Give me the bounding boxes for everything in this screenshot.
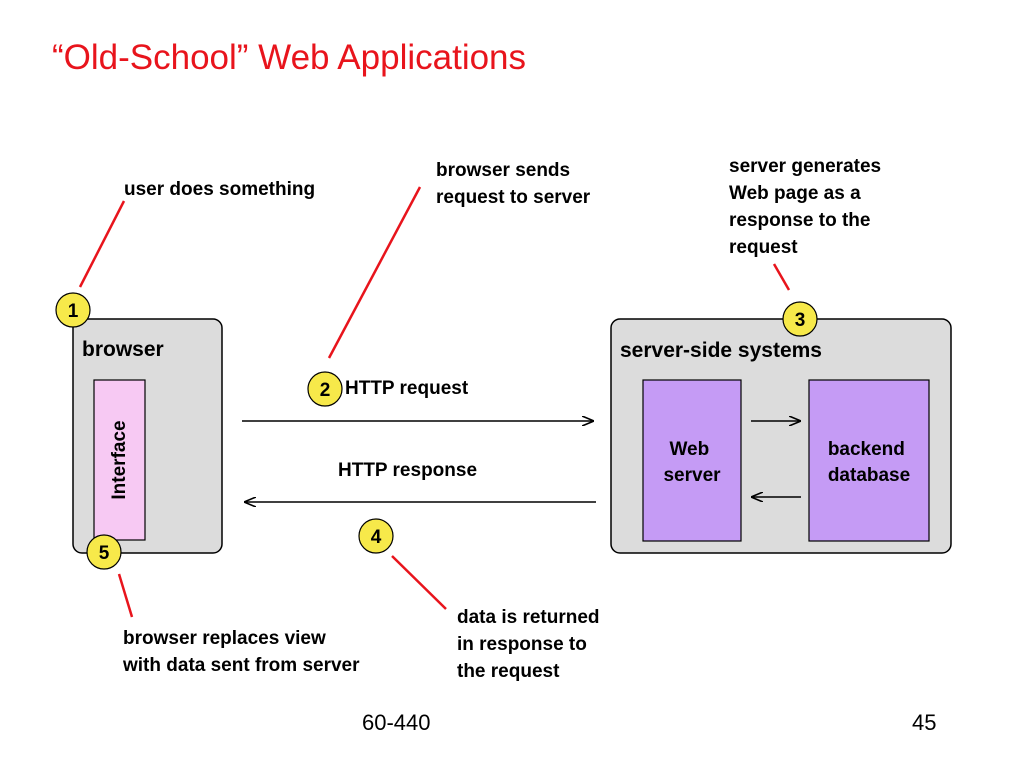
callout-line-4 (391, 555, 447, 610)
svg-text:5: 5 (99, 543, 110, 564)
step-5-caption: browser replaces view with data sent fro… (122, 628, 360, 676)
slide-page-number: 45 (912, 710, 937, 735)
callout-line-1 (78, 200, 126, 288)
step-1-caption: user does something (124, 179, 315, 200)
callout-line-2 (327, 186, 422, 359)
server-side-label: server-side systems (620, 339, 822, 362)
callout-line-3 (772, 263, 791, 291)
http-response-label: HTTP response (338, 460, 477, 481)
footer-course-code: 60-440 (362, 710, 431, 735)
web-server-label: Web server (663, 439, 721, 486)
interface-panel (93, 379, 146, 541)
step-badge-5: 5 (86, 534, 122, 570)
step-3-caption: server generates Web page as a response … (729, 156, 886, 258)
step-4-caption: data is returned in response to the requ… (457, 607, 605, 682)
backend-database-label: backend database (828, 439, 910, 486)
step-badge-1: 1 (55, 292, 91, 328)
callout-line-5 (117, 573, 134, 618)
svg-text:1: 1 (68, 301, 79, 322)
backend-database-box (808, 379, 930, 542)
step-2-caption: browser sends request to server (436, 160, 591, 208)
slide-title: “Old-School” Web Applications (52, 38, 527, 77)
svg-text:2: 2 (320, 380, 331, 401)
svg-text:4: 4 (371, 527, 382, 548)
interface-label: Interface (109, 420, 130, 499)
step-badge-3: 3 (782, 301, 818, 337)
web-server-box (642, 379, 742, 542)
svg-text:3: 3 (795, 310, 806, 331)
http-request-label: HTTP request (345, 378, 469, 399)
browser-label: browser (82, 338, 164, 361)
step-badge-2: 2 (307, 371, 343, 407)
step-badge-4: 4 (358, 518, 394, 554)
